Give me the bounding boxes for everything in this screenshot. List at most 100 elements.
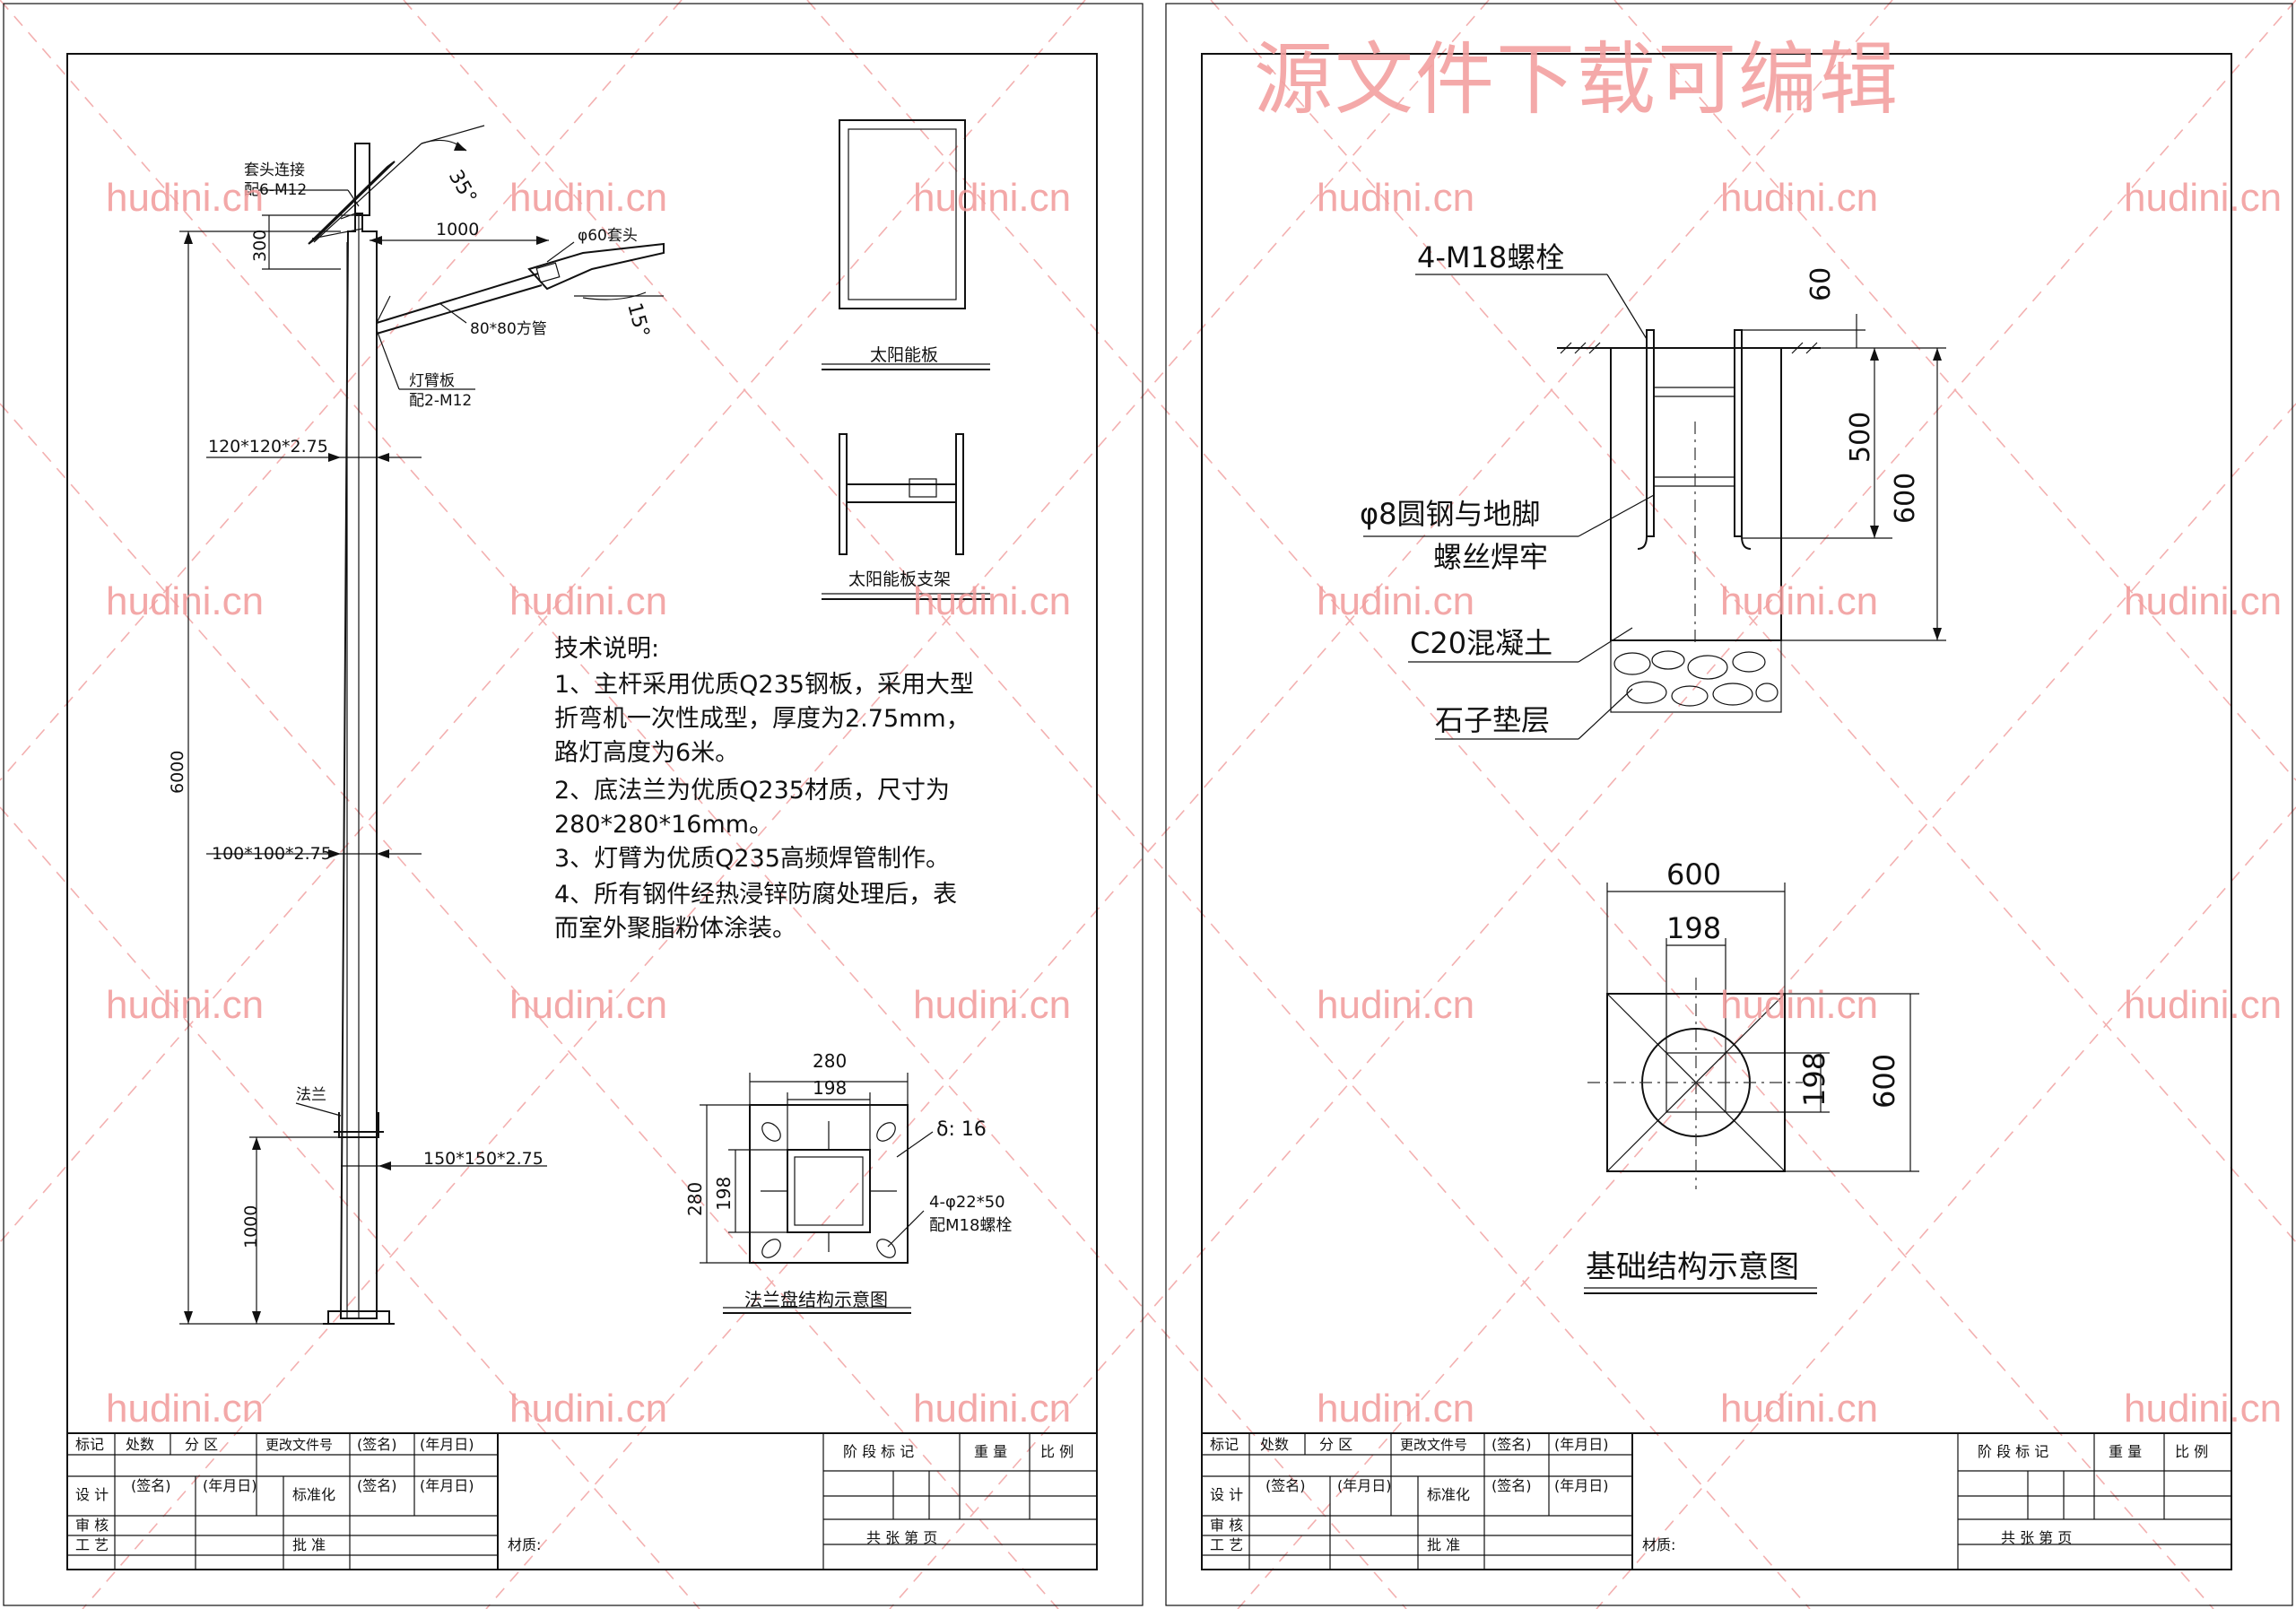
tech-note-line: 折弯机一次性成型，厚度为2.75mm， [554, 705, 970, 733]
watermark-site: hudini.cn [1720, 176, 1879, 220]
tb-change-doc: 更改文件号 [1400, 1437, 1467, 1453]
watermark-site: hudini.cn [913, 1387, 1072, 1431]
tech-note-line: 3、灯臂为优质Q235高频焊管制作。 [554, 845, 950, 873]
tb-approve: 批 准 [1427, 1536, 1460, 1553]
tb-weight: 重 量 [2109, 1443, 2142, 1460]
flange-thickness: δ: 16 [936, 1118, 987, 1141]
foundation-concrete: C20混凝土 [1410, 626, 1552, 660]
tb-std-sign: (签名) [1492, 1477, 1532, 1494]
tech-note-line: 4、所有钢件经热浸锌防腐处理后，表 [554, 881, 957, 909]
watermark-site: hudini.cn [913, 579, 1072, 623]
title-block-right: 标记 处数 分 区 更改文件号 (签名) (年月日) 设 计 (签名) (年月日… [1201, 1432, 2232, 1570]
solar-bracket-detail: 太阳能板支架 [822, 433, 990, 600]
flange-dim-inner-h: 198 [713, 1177, 735, 1211]
plan-dim-side-198: 198 [1797, 1052, 1831, 1107]
watermark-site: hudini.cn [913, 983, 1072, 1027]
tb-design-date: (年月日) [203, 1477, 257, 1494]
tb-zone: 分 区 [185, 1436, 218, 1453]
tb-craft: 工 艺 [1210, 1536, 1243, 1553]
tb-design-sign: (签名) [131, 1477, 171, 1494]
tb-material: 材质: [1642, 1536, 1675, 1553]
solar-bracket-caption: 太阳能板支架 [848, 570, 951, 589]
tb-audit: 审 核 [1210, 1517, 1243, 1534]
tb-weight: 重 量 [974, 1443, 1007, 1460]
tb-material: 材质: [508, 1536, 541, 1553]
tech-note-line: 而室外聚脂粉体涂装。 [554, 915, 796, 943]
watermark-site: hudini.cn [106, 176, 265, 220]
tech-note-line: 2、底法兰为优质Q235材质，尺寸为 [554, 777, 950, 804]
tech-note-line: 路灯高度为6米。 [554, 739, 739, 767]
foundation-dim-60: 60 [1805, 267, 1837, 301]
tb-stage: 阶 段 标 记 [843, 1443, 914, 1460]
foundation-rebar-line2: 螺丝焊牢 [1433, 540, 1548, 574]
tech-note-line: 280*280*16mm。 [554, 811, 773, 839]
tb-zone: 分 区 [1319, 1436, 1352, 1453]
watermark-site: hudini.cn [1720, 1387, 1879, 1431]
tb-scale: 比 例 [2175, 1443, 2208, 1460]
tb-sheets: 共 张 第 页 [2001, 1529, 2072, 1546]
tb-change-doc: 更改文件号 [265, 1437, 333, 1453]
watermark-site: hudini.cn [509, 579, 668, 623]
plan-dim-top-600: 600 [1666, 857, 1721, 891]
tb-approve: 批 准 [292, 1536, 326, 1553]
title-block-left: 标记 处数 分 区 更改文件号 (签名) (年月日) 设 计 (签名) (年月日… [66, 1432, 1098, 1570]
watermark-site: hudini.cn [509, 176, 668, 220]
watermark-site: hudini.cn [2124, 579, 2283, 623]
foundation-gravel: 石子垫层 [1435, 703, 1550, 737]
label-dim-300: 300 [250, 230, 270, 262]
foundation-bolts: 4-M18螺栓 [1417, 240, 1564, 274]
watermark-site: hudini.cn [509, 983, 668, 1027]
label-top-joint: 套头连接 [244, 161, 305, 179]
label-section-base-label: 法兰 [296, 1086, 326, 1104]
tb-standard: 标准化 [1427, 1486, 1470, 1503]
tb-audit: 审 核 [75, 1517, 109, 1534]
watermark-site: hudini.cn [1317, 1387, 1475, 1431]
tb-craft: 工 艺 [75, 1536, 109, 1553]
label-dim-1000-base: 1000 [241, 1205, 261, 1248]
foundation-dim-500: 500 [1845, 412, 1876, 463]
watermark-site: hudini.cn [1317, 579, 1475, 623]
tb-date: (年月日) [420, 1436, 474, 1453]
tb-design: 设 计 [1210, 1486, 1243, 1503]
foundation-section [1363, 274, 1946, 740]
solar-panel-detail: 太阳能板 [822, 119, 990, 370]
label-angle-arm: 15° [622, 300, 653, 340]
solar-panel-caption: 太阳能板 [870, 345, 938, 365]
tb-std-date: (年月日) [1554, 1477, 1609, 1494]
label-angle-top: 35° [444, 167, 481, 208]
plan-dim-side-600: 600 [1867, 1054, 1901, 1109]
label-top-joint-bolts: 配6-M12 [244, 181, 307, 199]
label-height-total: 6000 [168, 751, 187, 794]
tb-sign: (签名) [1492, 1436, 1532, 1453]
watermark-site: hudini.cn [1720, 579, 1879, 623]
foundation-plan: 600 198 198 600 基础结构示意图 [1584, 857, 1919, 1294]
watermark-site: hudini.cn [2124, 176, 2283, 220]
flange-caption: 法兰盘结构示意图 [744, 1289, 888, 1310]
watermark-site: hudini.cn [106, 983, 265, 1027]
pole-annotations: 套头连接 配6-M12 35° 300 1000 φ60套头 15° 80*80… [168, 161, 653, 1248]
foundation-dim-600: 600 [1890, 473, 1921, 524]
plan-dim-top-198: 198 [1666, 911, 1721, 945]
watermark-site: hudini.cn [509, 1387, 668, 1431]
label-arm-plate-bolts: 配2-M12 [409, 392, 472, 410]
flange-holes: 4-φ22*50 [929, 1193, 1005, 1212]
flange-dim-inner-w: 198 [813, 1077, 847, 1099]
tb-std-date: (年月日) [420, 1477, 474, 1494]
label-lamp-cap: φ60套头 [578, 227, 638, 245]
foundation-annotations: 4-M18螺栓 60 500 600 φ8圆钢与地脚 螺丝焊牢 C20混凝土 石… [1360, 240, 1921, 737]
tech-notes: 技术说明: 1、主杆采用优质Q235钢板，采用大型 折弯机一次性成型，厚度为2.… [554, 635, 974, 943]
watermark-site: hudini.cn [2124, 1387, 2283, 1431]
tb-count: 处数 [126, 1436, 154, 1453]
tb-date: (年月日) [1554, 1436, 1609, 1453]
tb-std-sign: (签名) [357, 1477, 397, 1494]
foundation-caption: 基础结构示意图 [1586, 1249, 1799, 1285]
watermark-site: hudini.cn [2124, 983, 2283, 1027]
flange-dim-outer-h: 280 [684, 1182, 706, 1216]
tb-design-date: (年月日) [1337, 1477, 1392, 1494]
watermark-banner: 源文件下载可编辑 [1254, 33, 1900, 126]
label-square-tube: 80*80方管 [470, 320, 547, 338]
watermark-site: hudini.cn [1317, 176, 1475, 220]
tb-count: 处数 [1260, 1436, 1289, 1453]
tech-notes-title: 技术说明: [554, 635, 659, 663]
